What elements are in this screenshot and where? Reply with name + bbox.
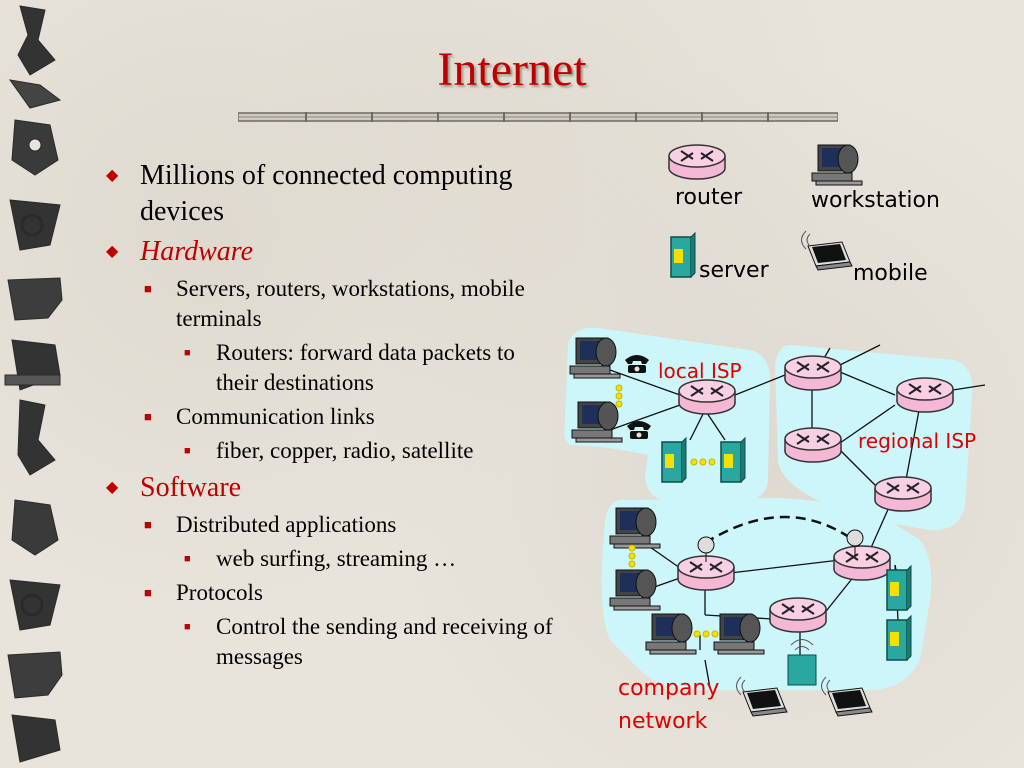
workstation-icon xyxy=(811,144,863,186)
border-figure-icon xyxy=(8,5,62,109)
bullet-text: Hardware xyxy=(140,236,254,267)
mobile-icon xyxy=(801,230,853,271)
bullet-level-3: ■ web surfing, streaming … xyxy=(100,544,560,574)
border-figure-icon xyxy=(17,399,56,476)
router-icon xyxy=(874,476,932,512)
bullet-text: Control the sending and receiving of mes… xyxy=(216,614,553,669)
router-icon xyxy=(784,355,842,391)
company-network-label-line1: company xyxy=(618,676,719,701)
regional-isp-label: regional ISP xyxy=(858,429,976,453)
wireless-access-point-icon xyxy=(787,639,817,686)
bullet-level-2: ■ Distributed applications xyxy=(100,510,560,540)
bullet-text: Routers: forward data packets to their d… xyxy=(216,340,515,395)
title-divider xyxy=(238,112,838,122)
network-diagram: router workstation server mobile xyxy=(564,144,986,734)
bullet-level-2: ■ Servers, routers, workstations, mobile … xyxy=(100,274,560,334)
router-icon xyxy=(784,427,842,463)
satellite-dish-icon xyxy=(697,529,864,562)
border-figure-icon xyxy=(4,339,61,391)
server-icon xyxy=(886,565,912,611)
bullet-level-1: ◆ Software xyxy=(100,470,560,506)
slide-title: Internet xyxy=(437,43,587,96)
ellipsis-dots xyxy=(615,384,719,638)
bullet-text: web surfing, streaming … xyxy=(216,546,457,571)
router-icon xyxy=(833,545,891,581)
legend-mobile-label: mobile xyxy=(853,261,928,286)
bullet-level-2: ■ Protocols xyxy=(100,578,560,608)
border-figure-icon xyxy=(9,199,61,251)
diamond-bullet-icon: ◆ xyxy=(106,479,119,496)
bullet-level-2: ■ Communication links xyxy=(100,402,560,432)
bullet-text: Millions of connected computing devices xyxy=(140,160,513,227)
router-icon xyxy=(769,597,827,633)
bullet-text: Servers, routers, workstations, mobile t… xyxy=(176,276,525,331)
square-bullet-icon: ■ xyxy=(144,585,152,600)
server-icon xyxy=(670,232,696,278)
legend: router workstation server mobile xyxy=(668,144,940,286)
local-isp-region xyxy=(564,327,770,500)
router-icon xyxy=(668,144,726,180)
bullet-level-3: ■ fiber, copper, radio, satellite xyxy=(100,436,560,466)
border-figure-icon xyxy=(11,499,59,556)
local-isp-label: local ISP xyxy=(658,359,742,383)
bullet-level-1: ◆ Millions of connected computing devices xyxy=(100,158,560,230)
bullet-text: Software xyxy=(140,472,242,503)
legend-router-label: router xyxy=(675,185,743,210)
bullet-list: ◆ Millions of connected computing devices… xyxy=(100,158,560,676)
diamond-bullet-icon: ◆ xyxy=(106,167,119,184)
square-bullet-icon: ■ xyxy=(184,553,191,565)
server-icon xyxy=(886,615,912,661)
border-figure-icon xyxy=(11,714,61,763)
decorative-border xyxy=(4,5,63,763)
border-figure-icon xyxy=(7,277,63,321)
legend-workstation-label: workstation xyxy=(811,188,940,213)
square-bullet-icon: ■ xyxy=(144,517,152,532)
border-figure-icon xyxy=(7,651,63,699)
square-bullet-icon: ■ xyxy=(184,445,191,457)
bullet-text: Protocols xyxy=(176,580,263,605)
bullet-text: Distributed applications xyxy=(176,512,397,537)
square-bullet-icon: ■ xyxy=(184,347,191,359)
router-icon xyxy=(678,379,736,415)
server-icon xyxy=(720,437,746,483)
square-bullet-icon: ■ xyxy=(144,409,152,424)
legend-server-label: server xyxy=(699,258,770,283)
company-network-label-line2: network xyxy=(618,709,708,734)
square-bullet-icon: ■ xyxy=(144,281,152,296)
router-icon xyxy=(896,377,954,413)
bullet-text: fiber, copper, radio, satellite xyxy=(216,438,474,463)
border-figure-icon xyxy=(11,119,59,176)
bullet-level-3: ■ Control the sending and receiving of me… xyxy=(100,612,560,672)
server-icon xyxy=(661,437,687,483)
square-bullet-icon: ■ xyxy=(184,621,191,633)
border-figure-icon xyxy=(9,579,61,631)
bullet-level-3: ■ Routers: forward data packets to their … xyxy=(100,338,560,398)
bullet-text: Communication links xyxy=(176,404,375,429)
bullet-level-1: ◆ Hardware xyxy=(100,234,560,270)
diamond-bullet-icon: ◆ xyxy=(106,243,119,260)
